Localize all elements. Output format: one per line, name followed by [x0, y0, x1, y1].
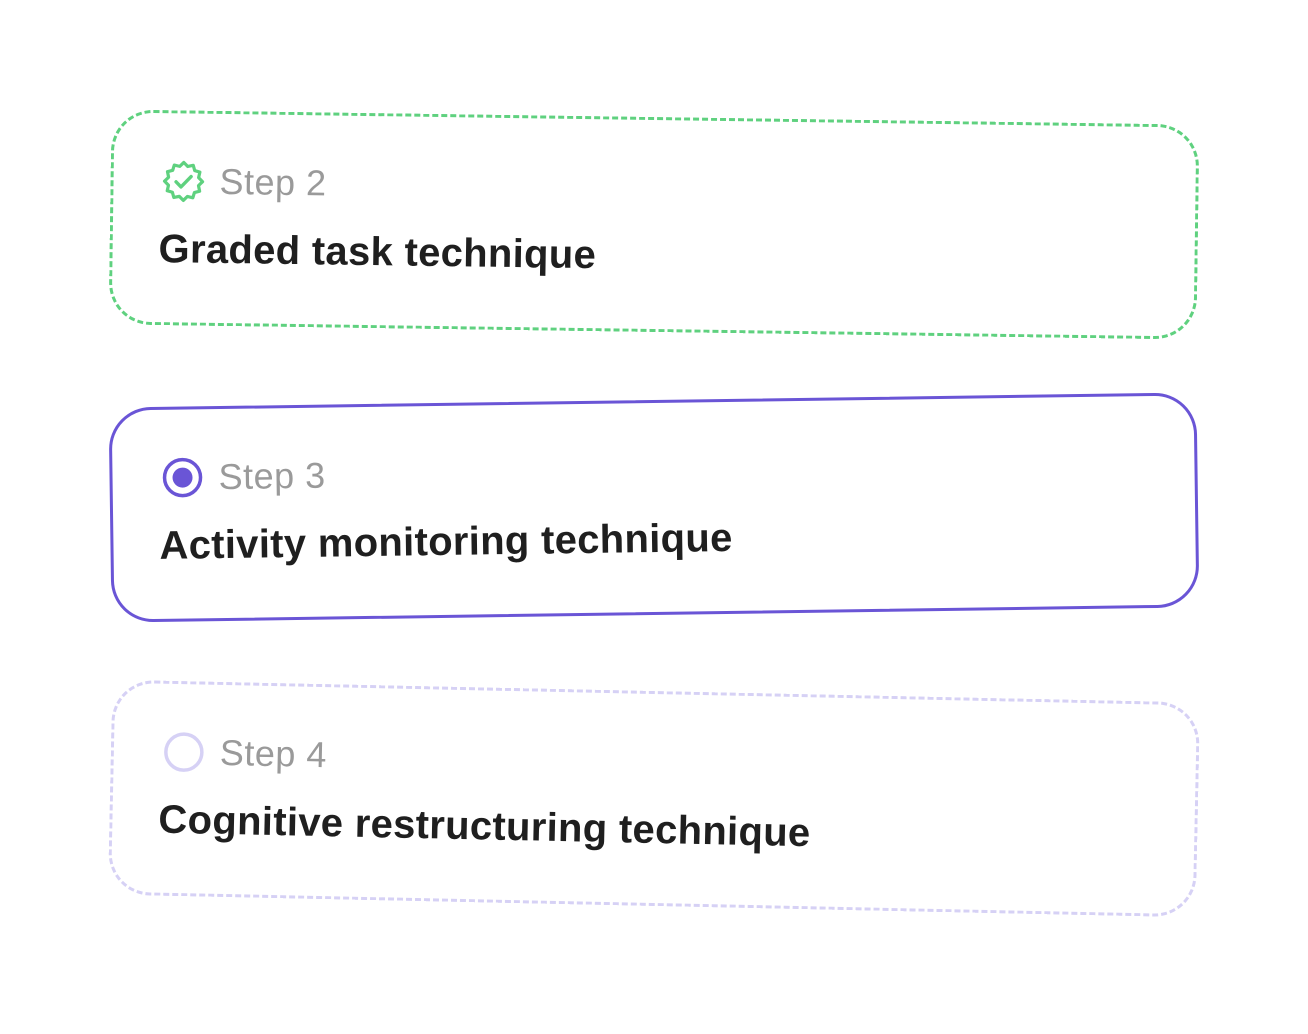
radio-empty-icon — [161, 730, 206, 775]
step-title: Graded task technique — [158, 227, 597, 278]
step-header: Step 3 — [160, 454, 326, 500]
step-header: Step 4 — [161, 730, 327, 777]
step-header: Step 2 — [161, 159, 327, 205]
step-title: Activity monitoring technique — [159, 515, 733, 568]
step-label: Step 4 — [219, 731, 328, 776]
step-label: Step 2 — [219, 160, 327, 204]
step-card-3[interactable]: Step 3 Activity monitoring technique — [108, 392, 1200, 623]
step-card-2[interactable]: Step 2 Graded task technique — [108, 109, 1200, 340]
verified-badge-icon — [161, 159, 206, 204]
step-label: Step 3 — [218, 454, 326, 498]
step-card-4[interactable]: Step 4 Cognitive restructuring technique — [107, 679, 1201, 918]
radio-selected-icon — [160, 455, 205, 500]
step-title: Cognitive restructuring technique — [157, 797, 811, 856]
